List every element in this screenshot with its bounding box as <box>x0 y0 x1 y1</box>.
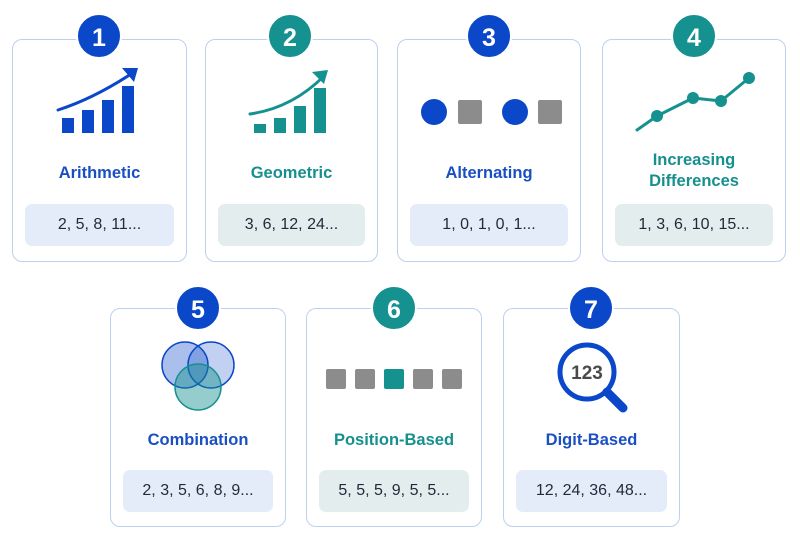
card-number-badge: 6 <box>371 285 417 331</box>
magnifier-123-icon: 123 <box>557 342 627 413</box>
card-number-badge: 3 <box>466 13 512 59</box>
card-title: Geometric <box>250 164 333 182</box>
card-number-badge: 1 <box>76 13 122 59</box>
pattern-card-increasing-differences: Increasing Differences 1, 3, 6, 10, 15..… <box>602 39 786 262</box>
card-title: Combination <box>147 431 249 449</box>
pattern-card-alternating: Alternating 1, 0, 1, 0, 1... <box>397 39 581 262</box>
bar-chart-growth-icon <box>248 70 328 133</box>
circle-square-pattern-icon <box>421 99 562 125</box>
card-number-badge: 5 <box>175 285 221 331</box>
sequence-example: 1, 0, 1, 0, 1... <box>410 204 568 246</box>
card-number-badge: 7 <box>568 285 614 331</box>
card-title-line: Increasing <box>652 151 736 169</box>
sequence-example: 1, 3, 6, 10, 15... <box>615 204 773 246</box>
sequence-example: 2, 5, 8, 11... <box>25 204 174 246</box>
card-number-badge: 2 <box>267 13 313 59</box>
card-title: Position-Based <box>333 431 455 449</box>
sequence-example: 12, 24, 36, 48... <box>516 470 667 512</box>
bar-chart-up-icon <box>56 68 138 133</box>
magnifier-digits: 123 <box>571 363 603 384</box>
pattern-card-geometric: Geometric 3, 6, 12, 24... <box>205 39 378 262</box>
sequence-example: 2, 3, 5, 6, 8, 9... <box>123 470 273 512</box>
sequence-example: 3, 6, 12, 24... <box>218 204 365 246</box>
pattern-card-combination: Combination 2, 3, 5, 6, 8, 9... <box>110 308 286 527</box>
venn-diagram-icon <box>161 341 235 411</box>
line-chart-icon <box>635 72 755 132</box>
card-number-badge: 4 <box>671 13 717 59</box>
card-title-line: Differences <box>649 172 739 190</box>
card-title: Increasing Differences <box>603 150 785 192</box>
card-title: Digit-Based <box>545 431 638 449</box>
pattern-card-arithmetic: Arithmetic 2, 5, 8, 11... <box>12 39 187 262</box>
pattern-card-position-based: Position-Based 5, 5, 5, 9, 5, 5... <box>306 308 482 527</box>
card-title: Arithmetic <box>58 164 141 182</box>
square-row-highlight-icon <box>326 369 462 389</box>
card-title: Alternating <box>445 164 533 182</box>
sequence-example: 5, 5, 5, 9, 5, 5... <box>319 470 469 512</box>
pattern-card-digit-based: 123 Digit-Based 12, 24, 36, 48... <box>503 308 680 527</box>
